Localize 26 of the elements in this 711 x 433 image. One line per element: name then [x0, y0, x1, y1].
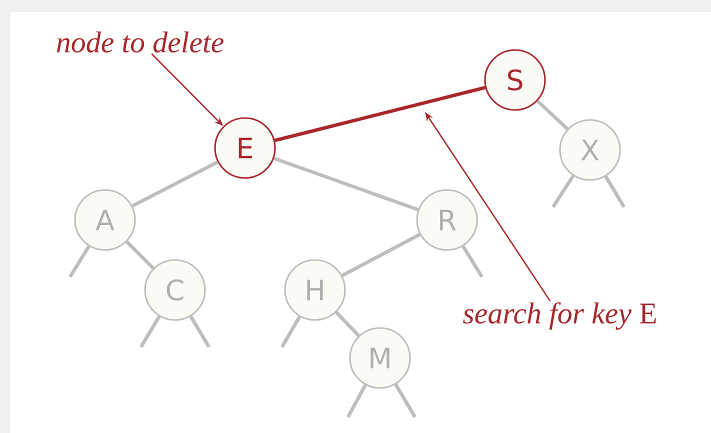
- tree-link: [536, 100, 569, 130]
- null-link: [68, 245, 90, 278]
- null-link: [462, 245, 484, 278]
- tree-link: [274, 86, 486, 142]
- tree-node: M: [349, 327, 411, 389]
- null-link: [280, 316, 302, 348]
- null-link: [189, 316, 211, 348]
- tree-link: [126, 240, 154, 270]
- tree-node: C: [144, 259, 206, 321]
- tree-link: [273, 156, 419, 212]
- annotation-label: node to delete: [56, 31, 224, 53]
- tree-node: H: [284, 259, 346, 321]
- tree-node: E: [214, 117, 276, 179]
- null-link: [394, 384, 416, 418]
- annotation-label: search for key E: [463, 302, 656, 330]
- tree-node: A: [74, 189, 136, 251]
- null-link: [140, 316, 161, 348]
- tree-link: [132, 160, 218, 208]
- tree-link: [335, 311, 360, 337]
- null-link: [552, 174, 575, 208]
- null-link: [604, 176, 626, 208]
- null-link: [346, 384, 367, 418]
- tree-node: S: [484, 49, 546, 111]
- tree-node: X: [559, 119, 621, 181]
- tree-node: R: [416, 189, 478, 251]
- tree-link: [341, 232, 421, 278]
